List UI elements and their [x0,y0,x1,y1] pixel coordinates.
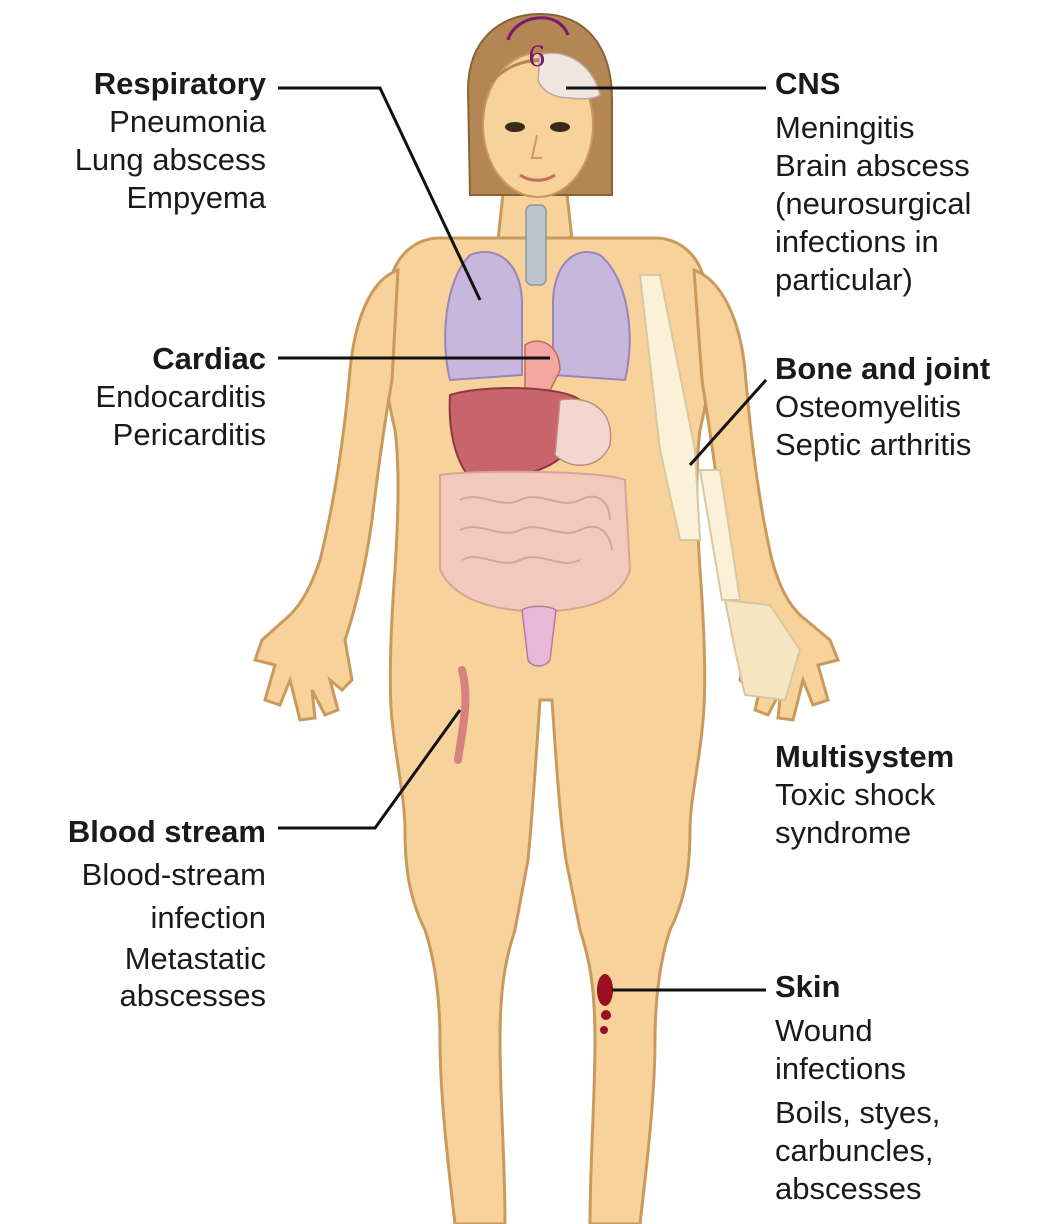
label-item: Pericarditis [10,416,266,454]
label-heading: Cardiac [10,340,266,378]
label-skin: Skin Wound infections Boils, styes, carb… [775,968,1045,1208]
label-heading: CNS [775,65,1045,103]
label-item: Septic arthritis [775,426,1047,464]
label-heading: Multisystem [775,738,1045,776]
label-heading: Respiratory [10,65,266,103]
label-item: Meningitis [775,109,1045,147]
label-multisystem: Multisystem Toxic shock syndrome [775,738,1045,852]
label-item: particular) [775,261,1045,299]
label-item: Empyema [10,179,266,217]
label-item: Toxic shock [775,776,1045,814]
label-bone-and-joint: Bone and joint Osteomyelitis Septic arth… [775,350,1047,464]
label-heading: Blood stream [10,810,266,853]
label-item: carbuncles, [775,1132,1045,1170]
label-heading: Bone and joint [775,350,1047,388]
trachea [526,205,546,285]
label-item: Wound [775,1012,1045,1050]
label-item: Osteomyelitis [775,388,1047,426]
label-item: abscesses [10,979,266,1013]
label-respiratory: Respiratory Pneumonia Lung abscess Empye… [10,65,266,217]
label-item: infections in [775,223,1045,261]
label-item: Pneumonia [10,103,266,141]
page-number: 6 [528,40,546,73]
label-item: infections [775,1050,1045,1088]
label-cns: CNS Meningitis Brain abscess (neurosurgi… [775,65,1045,299]
label-item: Lung abscess [10,141,266,179]
label-item: Endocarditis [10,378,266,416]
label-item: Blood-stream [10,853,266,896]
body-silhouette [255,175,838,1224]
label-item: infection [10,896,266,939]
label-item: Boils, styes, [775,1094,1045,1132]
label-item: syndrome [775,814,1045,852]
label-heading: Skin [775,968,1045,1006]
label-item: (neurosurgical [775,185,1045,223]
label-item: Brain abscess [775,147,1045,185]
label-cardiac: Cardiac Endocarditis Pericarditis [10,340,266,454]
label-blood-stream: Blood stream Blood-stream infection Meta… [10,810,266,1013]
label-item: Metastatic [10,939,266,979]
label-item: abscesses [775,1170,1045,1208]
